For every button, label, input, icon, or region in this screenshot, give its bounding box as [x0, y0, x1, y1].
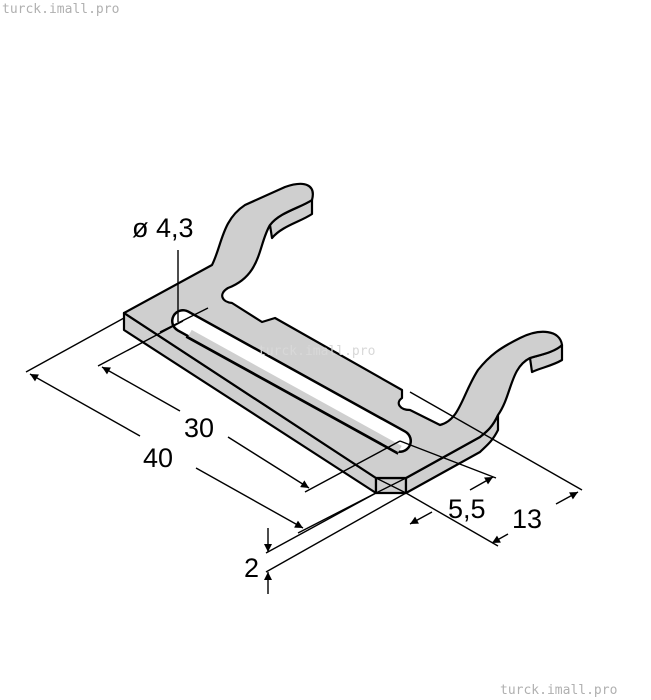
bracket-part [122, 182, 564, 495]
dim-40-line-b [195, 467, 304, 529]
dim-13-line-b [555, 491, 579, 505]
hole-diameter-label: ø 4,3 [132, 213, 194, 243]
dimension-labels: ø 4,3 30 40 2 5,5 13 [132, 213, 542, 583]
dim-30-line-a [101, 366, 181, 412]
dim-13-line-a [491, 533, 509, 544]
slot-length-label: 30 [184, 413, 214, 443]
watermark-top-left: turck.imall.pro [2, 2, 119, 17]
slot [171, 309, 412, 455]
watermark-center: turck.imall.pro [258, 344, 375, 359]
watermark-bottom-right: turck.imall.pro [500, 683, 617, 698]
dimension-lines [25, 250, 583, 594]
overall-width-label: 13 [512, 504, 542, 534]
top-face [122, 182, 564, 480]
end-width-label: 5,5 [448, 494, 486, 524]
dim-30-line-b [227, 436, 310, 489]
overall-length-label: 40 [143, 443, 173, 473]
dim-40-line-a [29, 373, 141, 437]
thickness-label: 2 [244, 553, 259, 583]
